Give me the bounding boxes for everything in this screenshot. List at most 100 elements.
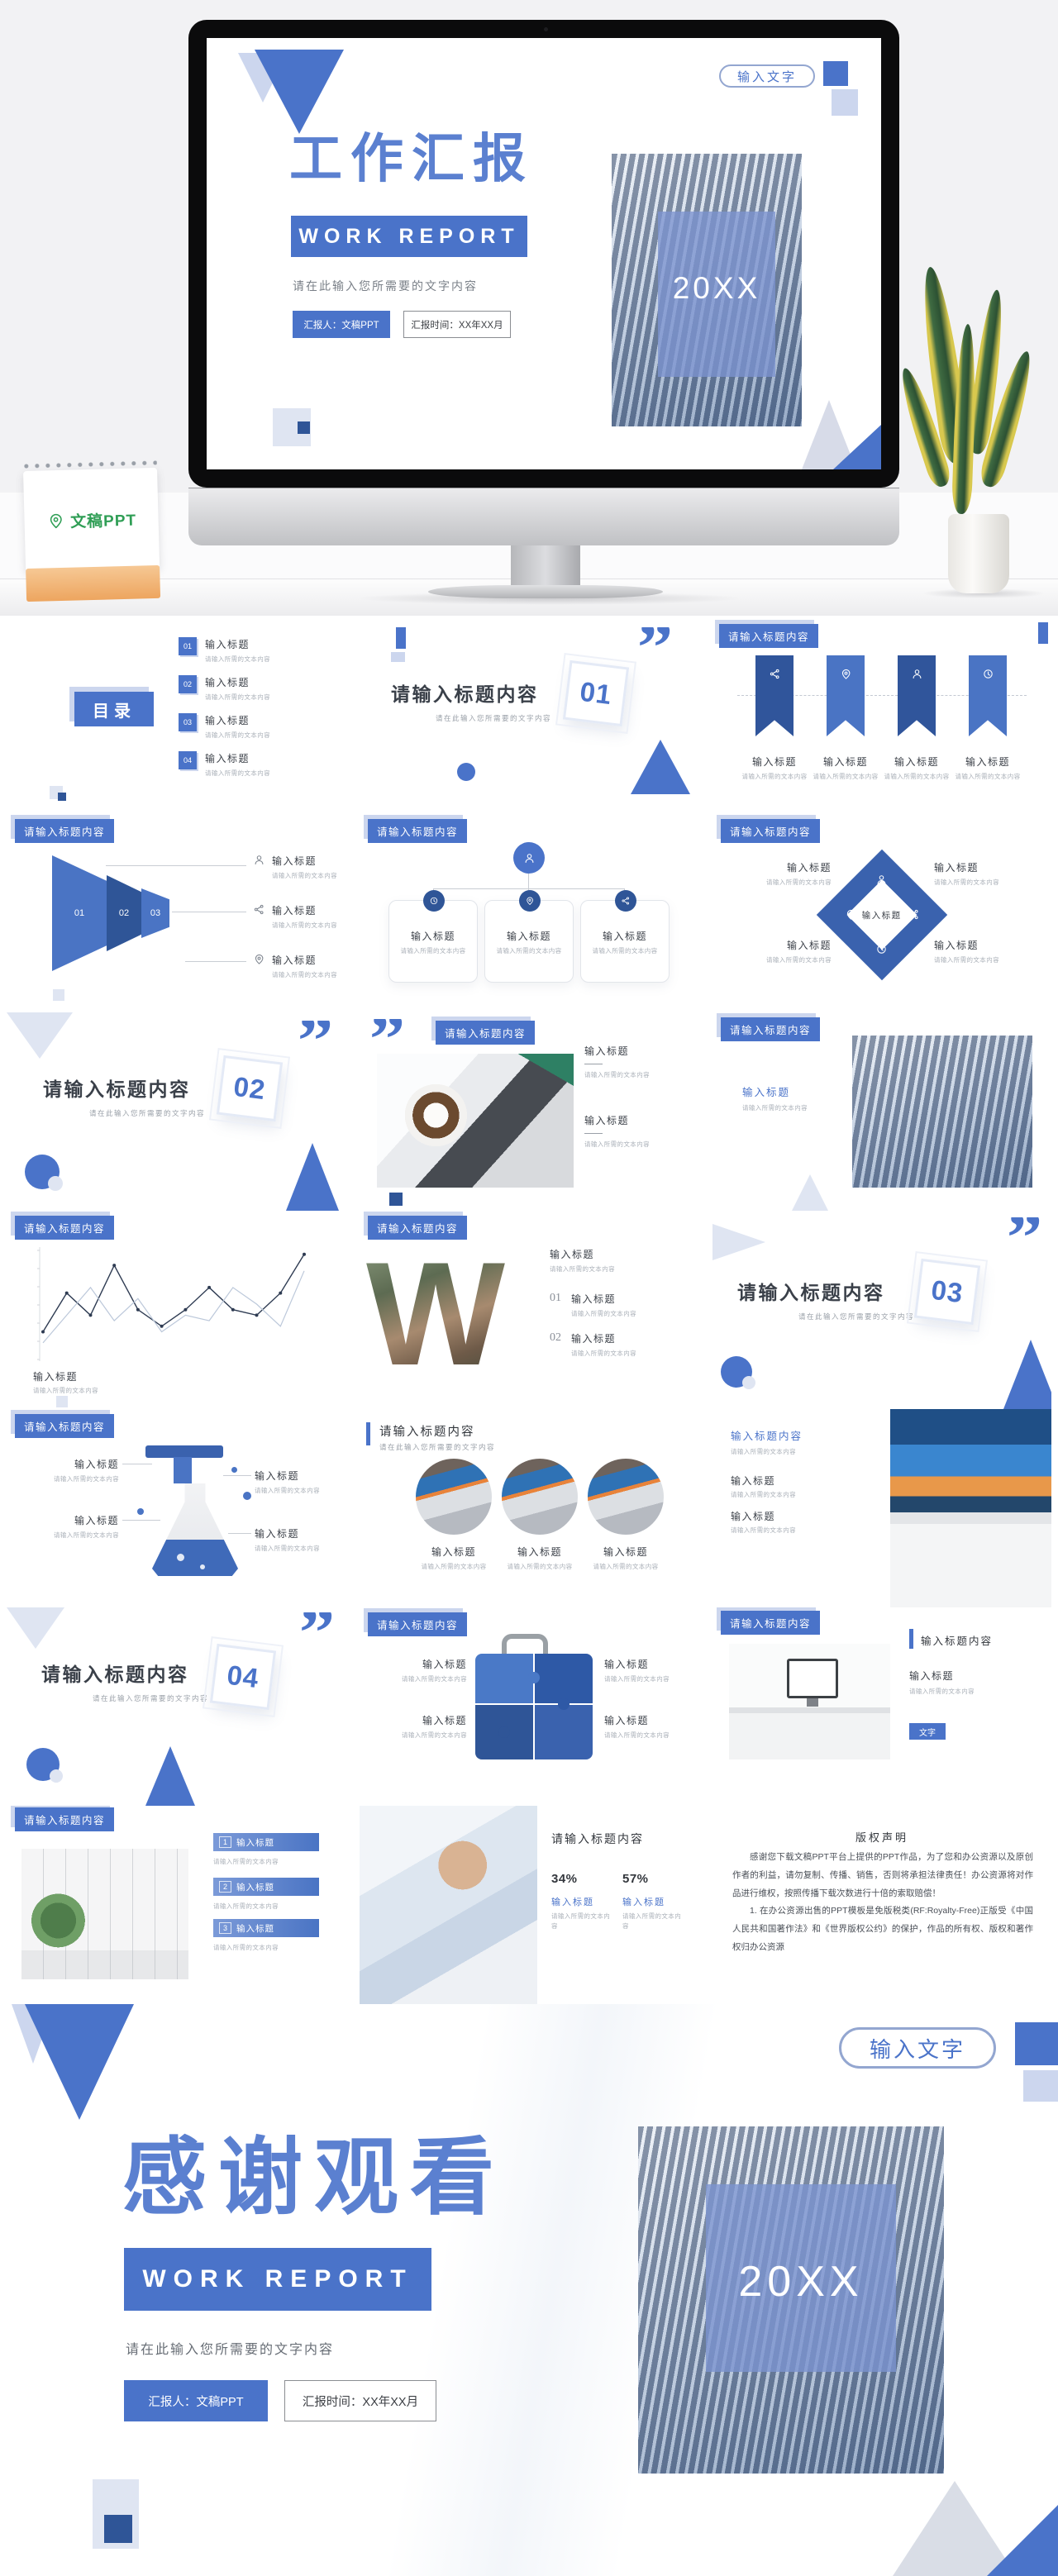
- slide-line-chart: 请输入标题内容 输入标题 请输入所需的文本内容: [7, 1211, 346, 1409]
- org-box: 输入标题请输入所需的文本内容: [484, 890, 574, 983]
- item-title: 输入标题: [272, 855, 317, 867]
- dot-deco: [137, 1508, 144, 1515]
- calendar-base: [26, 564, 161, 602]
- triangle-deco-light: [712, 1224, 765, 1260]
- item-body: 请输入所需的文本内容: [909, 1688, 975, 1695]
- section-number-frame: 01: [562, 659, 630, 727]
- stat-value: 57%: [622, 1872, 649, 1886]
- desk-monitor: [787, 1659, 838, 1698]
- stat-value: 34%: [551, 1872, 578, 1886]
- section-title: 请输入标题内容: [41, 1664, 189, 1685]
- item-title: 输入标题: [272, 905, 317, 917]
- section-number: 02: [231, 1070, 268, 1106]
- item-title: 输入标题: [571, 1293, 617, 1305]
- slide-flask: 请输入标题内容 输入标题请输入所需的文本内容 输入标题请输入所需的文本内容 输入…: [7, 1409, 346, 1607]
- tag-banner: 请输入标题内容: [721, 819, 821, 843]
- item-title: 输入标题: [205, 753, 250, 764]
- circle-deco: [457, 763, 475, 781]
- item-title: 输入标题: [604, 1715, 650, 1726]
- bubble: [200, 1564, 205, 1569]
- square-deco-blue: [1015, 2022, 1058, 2065]
- connector-line: [122, 1520, 160, 1521]
- location-icon: [253, 953, 265, 965]
- section-title: 请输入标题内容: [737, 1282, 885, 1303]
- clock-badge: [423, 890, 445, 912]
- item-body: 请输入所需的文本内容: [213, 1944, 279, 1951]
- desk-monitor-stand: [807, 1698, 818, 1707]
- quote-mark: ”: [1007, 1217, 1042, 1257]
- item-body: 请输入所需的文本内容: [622, 1912, 682, 1930]
- w-item: 01 输入标题请输入所需的文本内容: [550, 1292, 670, 1319]
- quote-mark: ”: [369, 1019, 405, 1059]
- stat-label: 输入标题: [622, 1897, 665, 1907]
- line-chart: [37, 1247, 306, 1361]
- funnel-item: 输入标题请输入所需的文本内容: [253, 953, 343, 980]
- plant-shadow: [922, 588, 1046, 598]
- toc-num-badge: 01: [179, 637, 197, 655]
- item-body: 请输入所需的文本内容: [421, 1563, 487, 1570]
- item-title: 输入标题: [422, 1715, 467, 1726]
- tag-banner: 请输入标题内容: [719, 624, 819, 648]
- list-num: 1: [219, 1836, 232, 1848]
- column-title: 输入标题内容: [921, 1636, 994, 1647]
- diamond-label: 输入标题请输入所需的文本内容: [752, 860, 832, 888]
- funnel-step-1: 01: [52, 855, 107, 971]
- slide-row-2: 请输入标题内容 01 02 03 输入标题请输入所需的文本内容 输入标题请输入所…: [0, 814, 1058, 1012]
- slide-row-3: ” 请输入标题内容 请在此输入您所需要的文字内容 02 ” 请输入标题内容 输入…: [0, 1012, 1058, 1211]
- potted-plant: [894, 264, 1058, 598]
- funnel-item: 输入标题请输入所需的文本内容: [253, 903, 343, 931]
- input-text-pill: 输入文字: [719, 64, 815, 88]
- funnel-step-2: 02: [107, 875, 141, 951]
- share-icon: [769, 668, 781, 680]
- item-body: 请输入所需的文本内容: [742, 1104, 808, 1112]
- slide-row-4: 请输入标题内容 输入标题 请输入所需的文本内容 请输入标题内容 W 输入标题 请…: [0, 1211, 1058, 1409]
- square-deco-dark: [58, 793, 66, 801]
- report-time-button: 汇报时间：XX年XX月: [284, 2380, 436, 2421]
- tag-banner: 请输入标题内容: [721, 1017, 821, 1041]
- footer-subtitle: 请在此输入您所需要的文字内容: [126, 2343, 335, 2357]
- section-title: 请输入标题内容: [391, 683, 539, 705]
- item-body: 请输入所需的文本内容: [592, 947, 658, 955]
- column-title: 输入标题: [742, 1087, 791, 1098]
- item-title: 输入标题: [751, 756, 797, 768]
- item-title: 输入标题: [236, 1837, 275, 1848]
- slide-funnel: 请输入标题内容 01 02 03 输入标题请输入所需的文本内容 输入标题请输入所…: [7, 814, 346, 1012]
- share-icon: [908, 908, 920, 921]
- circle-deco-light: [48, 1176, 63, 1191]
- slide-buildings-photo: 请输入标题内容 输入标题 请输入所需的文本内容: [712, 1012, 1051, 1211]
- item-title: 输入标题: [603, 1546, 648, 1558]
- flask-pipe: [145, 1445, 223, 1458]
- hero-year: 20XX: [672, 271, 761, 305]
- photo-writing-hands: [360, 1806, 537, 2004]
- item-body: 请输入所需的文本内容: [731, 1526, 796, 1534]
- title-accent-bar: [366, 1422, 370, 1445]
- photo-office-desk: [729, 1644, 890, 1759]
- diamond-label: 输入标题请输入所需的文本内容: [752, 938, 832, 965]
- year-overlay: 20XX: [658, 212, 775, 377]
- triangle-deco-blue: [987, 2505, 1058, 2576]
- slide-desk-photo: 请输入标题内容 输入标题内容 输入标题 请输入所需的文本内容 文字: [712, 1607, 1051, 1806]
- item-title: 输入标题: [205, 677, 250, 688]
- text-button: 文字: [909, 1723, 946, 1740]
- photo-circle: [502, 1459, 578, 1535]
- flag-connector-line: [737, 695, 1027, 696]
- triangle-deco-blue: [631, 740, 690, 794]
- item-title: 输入标题: [255, 1528, 300, 1540]
- section-number-frame: 02: [216, 1055, 284, 1122]
- item-body: 请输入所需的文本内容: [205, 693, 270, 701]
- tag-banner: 请输入标题内容: [15, 1807, 115, 1831]
- tag-banner: 请输入标题内容: [721, 1611, 821, 1635]
- photo-skyscrapers: 20XX: [612, 154, 802, 426]
- flag-label: 输入标题请输入所需的文本内容: [884, 755, 950, 782]
- footer-banner: WORK REPORT: [124, 2248, 431, 2311]
- item-body: 请输入所需的文本内容: [813, 773, 879, 780]
- toc-item: 03 输入标题请输入所需的文本内容: [179, 713, 319, 740]
- slide-section-02: ” 请输入标题内容 请在此输入您所需要的文字内容 02: [7, 1012, 346, 1211]
- dot-deco: [243, 1492, 251, 1500]
- section-number-frame: 03: [913, 1258, 981, 1326]
- tag-banner: 请输入标题内容: [15, 1216, 115, 1240]
- slide-copyright: 版权声明 感谢您下载文稿PPT平台上提供的PPT作品，为了您和办公资源以及原创作…: [712, 1806, 1051, 2004]
